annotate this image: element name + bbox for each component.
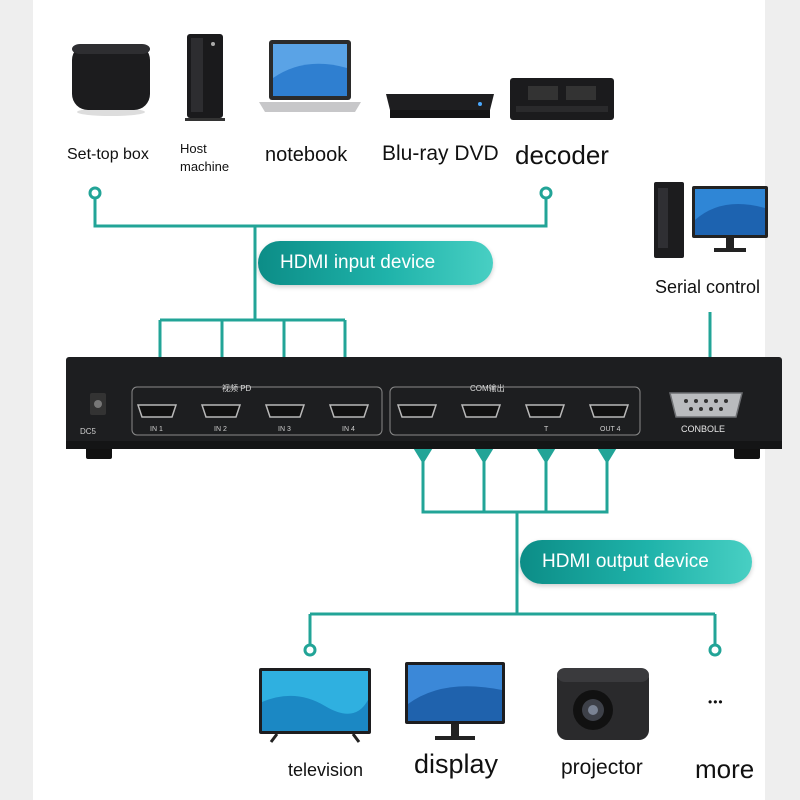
hdmi-port-in-3[interactable] — [264, 404, 306, 418]
set-top-box-icon — [72, 44, 150, 116]
output-group-label: COM输出 — [470, 383, 505, 393]
blu-ray-dvd-icon — [386, 94, 494, 118]
hdmi-port-out-4[interactable] — [588, 404, 630, 418]
monitor-icon — [405, 662, 505, 740]
port-label: IN 4 — [342, 426, 355, 433]
output-arrow-4 — [596, 446, 618, 464]
decoder-icon — [510, 78, 614, 120]
desktop-computer-icon — [654, 182, 768, 258]
output-arrow-1 — [412, 446, 434, 464]
console-label: CONBOLE — [681, 424, 725, 434]
port-label: IN 3 — [278, 426, 291, 433]
ellipsis-icon: ••• — [708, 695, 724, 709]
device-label: decoder — [515, 140, 609, 170]
device-label: notebook — [265, 144, 348, 166]
connector-dot — [303, 643, 317, 657]
hdmi-port-out-2[interactable] — [460, 404, 502, 418]
device-label: projector — [561, 756, 643, 779]
hdmi-input-pill: HDMI input device — [258, 241, 493, 285]
notebook-icon — [259, 40, 361, 112]
serial-console-port[interactable] — [669, 392, 743, 418]
connector-dot — [88, 186, 102, 200]
port-label: IN 1 — [150, 426, 163, 433]
device-label: Host machine — [180, 141, 230, 174]
projector-icon — [557, 668, 649, 740]
hdmi-port-in-4[interactable] — [328, 404, 370, 418]
input-group-label: 视频 PD — [222, 383, 252, 393]
output-bus-line — [308, 448, 717, 646]
output-arrow-3 — [535, 446, 557, 464]
hdmi-output-pill: HDMI output device — [520, 540, 752, 584]
port-label: IN 2 — [214, 426, 227, 433]
input-bus-line — [93, 198, 548, 322]
hdmi-port-in-1[interactable] — [136, 404, 178, 418]
connector-dot — [539, 186, 553, 200]
hdmi-port-in-2[interactable] — [200, 404, 242, 418]
output-port-group — [389, 386, 641, 436]
serial-control-label: Serial control — [655, 277, 761, 297]
device-label: display — [414, 749, 499, 779]
hdmi-matrix-switcher: DC5 视频 PD COM输出 IN 1 IN 2 IN 3 IN 4 T OU… — [66, 357, 782, 459]
device-label: Blu-ray DVD — [382, 142, 499, 165]
device-label: Set-top box — [67, 146, 149, 163]
power-label: DC5 — [80, 427, 97, 436]
port-label: T — [544, 426, 549, 433]
port-label: OUT 4 — [600, 426, 621, 433]
connector-dot — [708, 643, 722, 657]
host-machine-icon — [185, 34, 225, 121]
device-label: television — [288, 760, 364, 780]
television-icon — [259, 668, 371, 743]
output-arrow-2 — [473, 446, 495, 464]
hdmi-port-out-1[interactable] — [396, 404, 438, 418]
device-label: more — [695, 754, 755, 784]
input-port-group — [131, 386, 383, 436]
hdmi-port-out-3[interactable] — [524, 404, 566, 418]
